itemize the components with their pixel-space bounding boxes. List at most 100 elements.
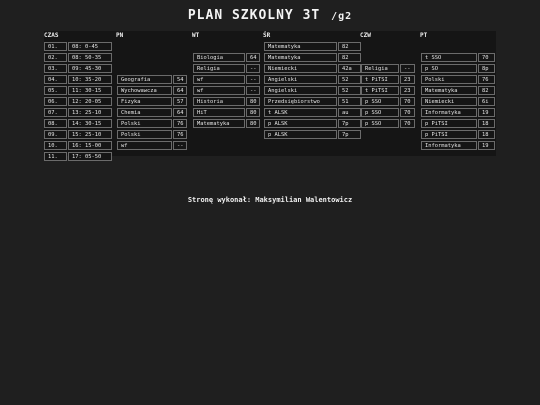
period-number: 04. — [44, 75, 67, 84]
friday-subject-cell: Informatyka — [421, 108, 477, 117]
tuesday-room-cell: 80 — [246, 119, 260, 128]
monday-subject-cell: Geografia — [117, 75, 172, 84]
friday-subject-cell: Polski — [421, 75, 477, 84]
friday-subject-cell: Niemiecki — [421, 97, 477, 106]
footer-credit: Stronę wykonał: Maksymilian Walentowicz — [187, 196, 353, 204]
monday-room-cell: 64 — [173, 108, 187, 117]
period-number: 08. — [44, 119, 67, 128]
monday-subject-cell: Chemia — [117, 108, 172, 117]
title-sub: /g2 — [331, 11, 353, 22]
period-time: 13: 25-10 — [68, 108, 112, 117]
wednesday-room-cell: 42a — [338, 64, 361, 73]
friday-room-cell: 18 — [478, 119, 495, 128]
period-time: 14: 30-15 — [68, 119, 112, 128]
thursday-room-cell: 23 — [400, 86, 415, 95]
wednesday-room-cell: 82 — [338, 53, 361, 62]
period-number: 02. — [44, 53, 67, 62]
thursday-subject-cell: p SSO — [361, 97, 399, 106]
tuesday-subject-cell: Matematyka — [193, 119, 245, 128]
monday-subject-cell: Fizyka — [117, 97, 172, 106]
header-wednesday: ŚR — [263, 32, 271, 39]
thursday-subject-cell: Religia — [361, 64, 399, 73]
tuesday-room-cell: -- — [246, 64, 260, 73]
friday-room-cell: 19 — [478, 108, 495, 117]
period-time: 16: 15-00 — [68, 141, 112, 150]
period-number: 07. — [44, 108, 67, 117]
wednesday-subject-cell: t ALSK — [264, 108, 337, 117]
thursday-subject-cell: p SSO — [361, 119, 399, 128]
thursday-subject-cell: t PiTSI — [361, 86, 399, 95]
friday-room-cell: 76 — [478, 75, 495, 84]
friday-room-cell: 8p — [478, 64, 495, 73]
period-time: 12: 20-05 — [68, 97, 112, 106]
period-time: 09: 45-30 — [68, 64, 112, 73]
monday-subject-cell: Polski — [117, 119, 172, 128]
tuesday-subject-cell: Biologia — [193, 53, 245, 62]
thursday-room-cell: 70 — [400, 108, 415, 117]
thursday-room-cell: 70 — [400, 97, 415, 106]
monday-subject-cell: Polski — [117, 130, 172, 139]
monday-room-cell: -- — [173, 141, 187, 150]
friday-room-cell: 70 — [478, 53, 495, 62]
monday-room-cell: 57 — [173, 97, 187, 106]
wednesday-room-cell: 7p — [338, 119, 361, 128]
thursday-subject-cell: p SSO — [361, 108, 399, 117]
header-monday: PN — [116, 32, 124, 39]
wednesday-room-cell: 82 — [338, 42, 361, 51]
wednesday-subject-cell: Angielski — [264, 75, 337, 84]
wednesday-room-cell: 51 — [338, 97, 361, 106]
period-number: 01. — [44, 42, 67, 51]
thursday-room-cell: 70 — [400, 119, 415, 128]
friday-subject-cell: Informatyka — [421, 141, 477, 150]
period-time: 11: 30-15 — [68, 86, 112, 95]
wednesday-room-cell: au — [338, 108, 361, 117]
header-friday: PT — [420, 32, 428, 39]
friday-room-cell: 19 — [478, 141, 495, 150]
wednesday-subject-cell: p ALSK — [264, 130, 337, 139]
friday-subject-cell: p SO — [421, 64, 477, 73]
wednesday-subject-cell: Przedsiębiorstwo — [264, 97, 337, 106]
wednesday-subject-cell: p ALSK — [264, 119, 337, 128]
friday-subject-cell: Matematyka — [421, 86, 477, 95]
tuesday-room-cell: -- — [246, 86, 260, 95]
title-main: PLAN SZKOLNY 3T — [187, 8, 321, 23]
wednesday-room-cell: 52 — [338, 86, 361, 95]
monday-room-cell: 76 — [173, 119, 187, 128]
header-time: CZAS — [44, 32, 59, 39]
tuesday-room-cell: 80 — [246, 108, 260, 117]
header-tuesday: WT — [192, 32, 200, 39]
tuesday-subject-cell: Religia — [193, 64, 245, 73]
tuesday-subject-cell: HiT — [193, 108, 245, 117]
thursday-room-cell: 23 — [400, 75, 415, 84]
period-number: 05. — [44, 86, 67, 95]
friday-subject-cell: p PiTSI — [421, 119, 477, 128]
monday-subject-cell: wf — [117, 141, 172, 150]
thursday-subject-cell: t PiTSI — [361, 75, 399, 84]
wednesday-subject-cell: Angielski — [264, 86, 337, 95]
friday-subject-cell: p PiTSI — [421, 130, 477, 139]
page-title: PLAN SZKOLNY 3T /g2 — [0, 8, 540, 23]
friday-room-cell: 6i — [478, 97, 495, 106]
period-number: 11. — [44, 152, 67, 161]
thursday-room-cell: -- — [400, 64, 415, 73]
period-time: 10: 35-20 — [68, 75, 112, 84]
wednesday-room-cell: 52 — [338, 75, 361, 84]
wednesday-subject-cell: Matematyka — [264, 53, 337, 62]
period-time: 08: 0-45 — [68, 42, 112, 51]
period-number: 10. — [44, 141, 67, 150]
friday-subject-cell: t SSO — [421, 53, 477, 62]
monday-room-cell: 64 — [173, 86, 187, 95]
header-thursday: CZW — [360, 32, 371, 39]
tuesday-subject-cell: Historia — [193, 97, 245, 106]
tuesday-room-cell: 80 — [246, 97, 260, 106]
period-time: 15: 25-10 — [68, 130, 112, 139]
period-number: 09. — [44, 130, 67, 139]
friday-room-cell: 18 — [478, 130, 495, 139]
monday-room-cell: 54 — [173, 75, 187, 84]
tuesday-subject-cell: wf — [193, 75, 245, 84]
period-number: 03. — [44, 64, 67, 73]
monday-subject-cell: Wychowawcza — [117, 86, 172, 95]
tuesday-subject-cell: wf — [193, 86, 245, 95]
wednesday-subject-cell: Matematyka — [264, 42, 337, 51]
